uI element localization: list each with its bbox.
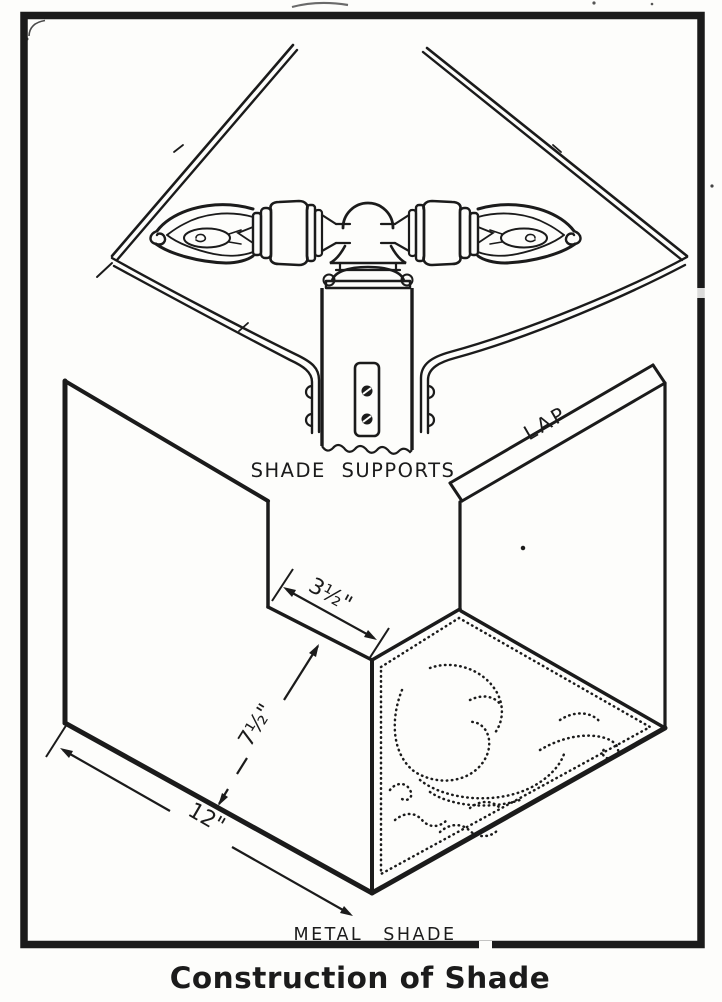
rivet (304, 412, 314, 428)
support-arm-right (419, 255, 689, 435)
dimension-top-edge-value: 3½" (304, 573, 356, 617)
decorated-panel-pattern (379, 545, 653, 877)
support-top-edge-right (421, 46, 689, 262)
edge-tick (552, 144, 562, 153)
panel-top-right-edge (459, 609, 667, 730)
frame-border (20, 11, 705, 949)
lap-flap (448, 363, 667, 503)
label-lap: LAP (519, 401, 571, 445)
dimension-slant-height-value: 7½" (234, 700, 279, 752)
label-metal-shade: METAL SHADE (293, 925, 456, 945)
mounting-strap (353, 361, 381, 438)
bottom-edge-right (369, 725, 668, 896)
rivet (426, 412, 436, 428)
print-smudges (25, 1, 714, 188)
fixture-tee (322, 201, 414, 290)
dimension-top-edge: 3½" (271, 568, 390, 660)
shade-body (62, 363, 668, 896)
stem-pipe (320, 288, 414, 455)
serrated-pipe-end (321, 443, 413, 455)
support-arm-left (96, 256, 321, 435)
rivet (304, 384, 314, 400)
label-shade-supports: SHADE SUPPORTS (251, 459, 456, 482)
rim-edge-right (370, 607, 462, 662)
rim-edge-left (266, 605, 374, 662)
dimension-slant-height: 7½" (218, 644, 319, 806)
dimension-bottom-edge-value: 12" (183, 798, 229, 839)
bottom-edge-left (62, 720, 375, 896)
light-bulb-right (379, 199, 583, 267)
light-bulb-left (148, 199, 352, 267)
shade-supports-assembly (96, 43, 689, 435)
dimension-bottom-edge: 12" (45, 723, 353, 916)
figure-caption: Construction of Shade (170, 961, 551, 995)
edge-tick (173, 144, 184, 153)
left-top-edge (63, 379, 270, 503)
support-top-edge-left (110, 43, 299, 262)
rivet (426, 384, 436, 400)
